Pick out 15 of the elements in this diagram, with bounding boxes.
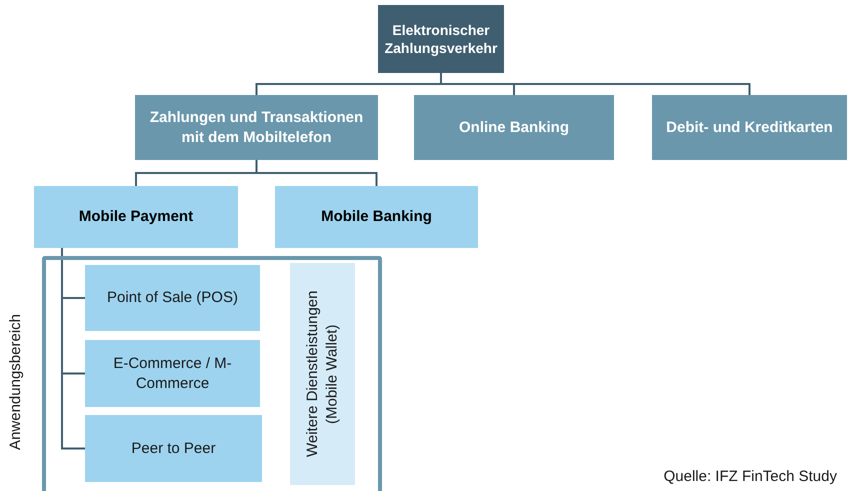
leaf-box: Peer to Peer <box>85 415 262 482</box>
connector-line <box>61 248 85 450</box>
leaf-box: Point of Sale (POS) <box>85 265 260 331</box>
category-box: Online Banking <box>414 95 614 160</box>
source-note: Quelle: IFZ FinTech Study <box>664 468 837 485</box>
root-box: Elektronischer Zahlungsverkehr <box>378 5 504 73</box>
group-heading: Anwendungsbereich <box>6 314 25 450</box>
category-box: Zahlungen und Transaktionen mit dem Mobiltelefon <box>135 95 378 160</box>
connector-line <box>256 160 378 186</box>
category-box: Debit- und Kreditkarten <box>652 95 847 160</box>
connector-line <box>440 73 750 95</box>
subcategory-box: Mobile Payment <box>34 186 238 248</box>
subcategory-box: Mobile Banking <box>275 186 478 248</box>
leaf-box: E-Commerce / M-Commerce <box>85 340 260 407</box>
side-box: Weitere Dienstleistungen (Mobile Wallet) <box>290 263 355 485</box>
